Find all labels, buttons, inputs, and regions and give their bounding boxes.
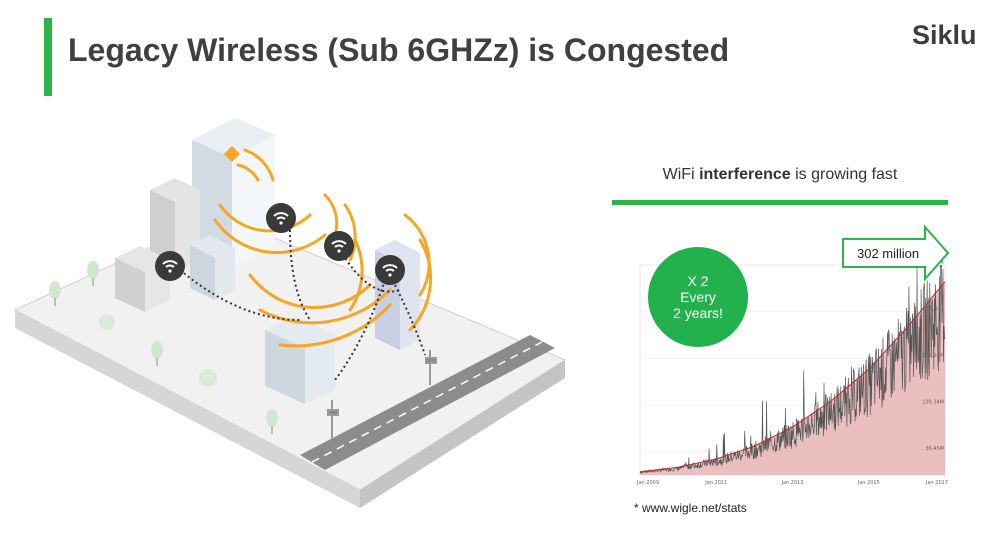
building-front [265,316,335,404]
trend-line [639,281,946,473]
street-lamp-icon [327,400,339,438]
x-tick-label: Jan 2013 [780,480,803,486]
chart-heading: WiFi interference is growing fast [662,166,898,183]
x-tick-label: Jan 2011 [704,480,727,486]
slide-title: Legacy Wireless (Sub 6GHZz) is Congested [68,32,730,68]
building-left [150,178,200,272]
wifi-icon [324,231,354,261]
tree-icon [151,341,163,366]
heading-divider [612,200,948,205]
trend-area [640,281,945,475]
signal-waves [213,148,433,348]
y-tick-label: 36.45M [925,446,944,452]
growth-badge: X 2 Every 2 years! [648,247,748,347]
wifi-icon [155,251,185,281]
x-tick-label: Jan 2017 [925,480,948,486]
title-accent-bar [44,18,52,96]
badge-line-2: Every [680,289,716,305]
siklu-logo: Siklu [912,20,977,50]
x-tick-label: Jan 2015 [857,480,880,486]
wifi-icon [375,255,405,285]
callout-label: 302 million [857,246,919,261]
source-footnote: * www.wigle.net/stats [634,501,747,515]
building-mid [190,235,235,300]
tree-icon [266,409,278,434]
raw-data-line [639,264,946,474]
y-tick-label: 109.34M [922,399,944,405]
tree-icon [199,369,217,387]
signal-links [179,229,426,381]
router-diamond-icon [224,146,240,162]
street-lamp-icon [425,350,437,385]
badge-line-1: X 2 [687,273,709,289]
wifi-icon [266,203,296,233]
tree-icon [99,314,115,330]
badge-line-3: 2 years! [673,305,723,321]
tree-icon [49,281,61,306]
y-tick-label: 255.13k [924,306,944,312]
building-right [375,240,420,350]
ground-edge-left [15,310,360,508]
city-illustration [13,118,567,508]
callout-arrow: 302 million [842,224,950,282]
y-tick-label: 182.24M [922,353,944,359]
ground-edge-right [360,360,565,508]
tree-icon [87,261,99,286]
wifi-growth-chart: Jan 2009 Jan 2011 Jan 2013 Jan 2015 Jan 2017… [636,224,950,486]
x-tick-label: Jan 2009 [636,480,659,486]
